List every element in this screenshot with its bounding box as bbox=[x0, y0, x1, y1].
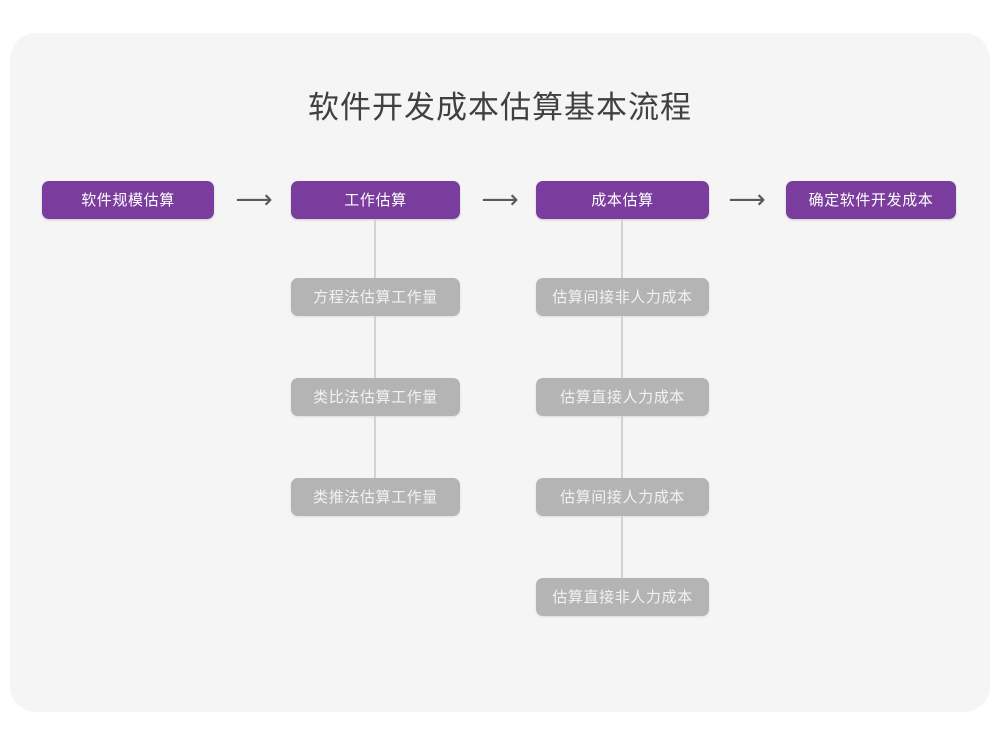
branch-node-cost-2[interactable]: 估算直接人力成本 bbox=[536, 378, 709, 416]
branch-node-effort-2[interactable]: 类比法估算工作量 bbox=[291, 378, 460, 416]
connector-line bbox=[374, 416, 376, 478]
flow-node-software-scale-estimation[interactable]: 软件规模估算 bbox=[42, 181, 214, 219]
branch-node-cost-3[interactable]: 估算间接人力成本 bbox=[536, 478, 709, 516]
flow-arrow-right-icon-1: ⟶ bbox=[235, 185, 273, 215]
flow-arrow-right-icon-2: ⟶ bbox=[481, 185, 519, 215]
connector-line bbox=[621, 416, 623, 478]
branch-node-effort-1[interactable]: 方程法估算工作量 bbox=[291, 278, 460, 316]
page-title: 软件开发成本估算基本流程 bbox=[308, 90, 692, 125]
branch-node-cost-4[interactable]: 估算直接非人力成本 bbox=[536, 578, 709, 616]
flow-node-cost-estimation[interactable]: 成本估算 bbox=[536, 181, 709, 219]
flow-node-determine-development-cost[interactable]: 确定软件开发成本 bbox=[786, 181, 956, 219]
connector-line bbox=[621, 316, 623, 378]
connector-line bbox=[621, 219, 623, 279]
branch-node-effort-3[interactable]: 类推法估算工作量 bbox=[291, 478, 460, 516]
diagram-card bbox=[10, 33, 990, 712]
branch-node-cost-1[interactable]: 估算间接非人力成本 bbox=[536, 278, 709, 316]
flow-arrow-right-icon-3: ⟶ bbox=[728, 185, 766, 215]
connector-line bbox=[621, 516, 623, 578]
connector-line bbox=[374, 219, 376, 279]
flow-node-effort-estimation[interactable]: 工作估算 bbox=[291, 181, 460, 219]
connector-line bbox=[374, 316, 376, 378]
